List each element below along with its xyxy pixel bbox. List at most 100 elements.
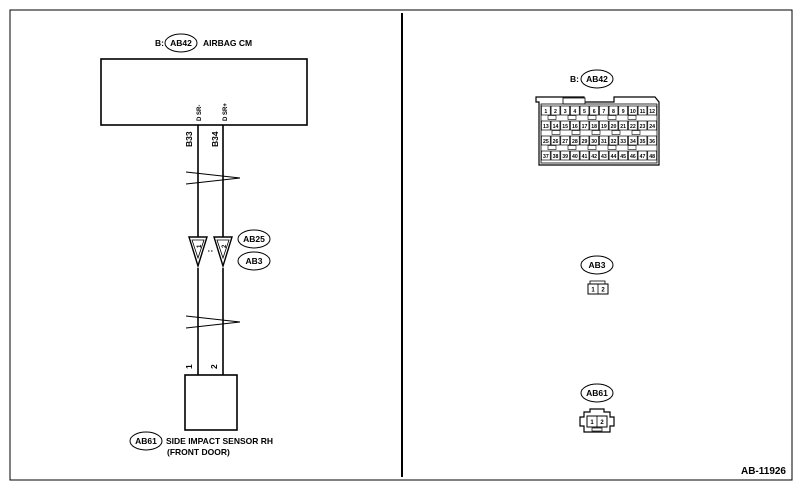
ab42-pin-number: 21	[620, 124, 626, 130]
sensor-pin-2: 2	[209, 364, 219, 369]
ab42-pin-cell	[589, 105, 599, 116]
ab61-pin-1: 1	[590, 420, 594, 426]
ab42-pin-cell	[541, 135, 551, 146]
pin-b34: B34	[210, 131, 220, 147]
ab42-pin-number: 47	[640, 154, 646, 160]
terminal-dsr-minus: D SR-	[197, 105, 203, 121]
ab42-pin-cell	[637, 105, 648, 116]
ab42-pin-cell	[599, 120, 609, 131]
ab42-pin-number: 32	[611, 139, 617, 145]
ab42-pin-cell	[570, 105, 580, 116]
ab42-pin-cell	[550, 150, 561, 161]
ab42-pin-cell	[550, 105, 561, 116]
ab42-pin-cell	[589, 120, 599, 131]
side-impact-sensor-box	[184, 374, 238, 431]
ab42-pin-number: 6	[593, 109, 596, 115]
ab42-pin-cell	[647, 105, 657, 116]
ab42-pin-cell	[628, 135, 638, 146]
airbag-cm-label: B: AB42 AIRBAG CM	[155, 33, 252, 53]
ab42-pin-number: 46	[630, 154, 636, 160]
ab42-latch-tab	[547, 145, 557, 150]
ab42-latch-tab	[571, 130, 581, 135]
ab42-pin-cell	[608, 120, 619, 131]
ab42-pin-number: 7	[602, 109, 605, 115]
ab42-pin-cell	[541, 150, 551, 161]
ab61-pin-2: 2	[600, 420, 604, 426]
ab3-name: AB3	[588, 260, 605, 270]
ab61-label: AB61	[580, 383, 614, 403]
ab61-name: AB61	[586, 388, 608, 398]
sensor-connector: AB61	[135, 436, 157, 446]
ab42-pin-number: 39	[562, 154, 568, 160]
ab42-pin-cell	[647, 135, 657, 146]
ab42-pin-cell	[560, 150, 570, 161]
inline-connector: 1 2	[188, 236, 233, 269]
ab42-pin-number: 42	[591, 154, 597, 160]
ab42-pin-number: 20	[611, 124, 617, 130]
ab42-pin-number: 15	[562, 124, 568, 130]
ab42-pin-cell	[599, 150, 609, 161]
airbag-cm-connector: AB42	[170, 38, 192, 48]
ab42-pin-cell	[608, 135, 619, 146]
ab42-pin-cell	[647, 120, 657, 131]
ab42-pin-number: 19	[601, 124, 607, 130]
ab42-latch-tab	[547, 115, 557, 120]
ab42-pin-cell	[628, 150, 638, 161]
ab42-pin-cell	[637, 135, 648, 146]
figure-id: AB-11926	[741, 466, 786, 477]
ab42-pin-cell	[599, 105, 609, 116]
ab42-pin-cell	[579, 135, 590, 146]
ab42-latch-tab	[627, 145, 637, 150]
ab42-pin-number: 34	[630, 139, 636, 145]
ab42-pin-cell	[579, 120, 590, 131]
ab3-connector-face: 1 2	[587, 280, 609, 295]
ab42-pin-cell	[570, 150, 580, 161]
ab42-pin-number: 8	[612, 109, 615, 115]
connector-ab25: AB25	[243, 234, 265, 244]
pin-b33: B33	[184, 131, 194, 147]
ab42-pin-cell	[608, 150, 619, 161]
ab42-pin-cell	[647, 150, 657, 161]
diagram-frame	[9, 9, 793, 481]
ab42-pin-cell	[637, 120, 648, 131]
ab42-pin-number: 29	[582, 139, 588, 145]
ab42-prefix: B:	[570, 74, 579, 84]
ab42-pin-cell	[541, 105, 551, 116]
ab42-pin-number: 11	[640, 109, 646, 115]
ab42-pin-number: 28	[572, 139, 578, 145]
ab42-pin-cell	[628, 120, 638, 131]
ab42-latch-tab	[567, 145, 577, 150]
ab42-pin-number: 41	[582, 154, 588, 160]
ab42-pin-number: 23	[640, 124, 646, 130]
ab42-pin-cell	[560, 105, 570, 116]
ab42-pin-number: 44	[611, 154, 617, 160]
ab42-latch-tab	[591, 130, 601, 135]
ab42-pin-number: 37	[543, 154, 549, 160]
airbag-cm-prefix: B:	[155, 38, 164, 48]
ab42-latch-tab	[587, 145, 597, 150]
connector-ab3: AB3	[245, 256, 262, 266]
ab3-pin-1: 1	[591, 288, 595, 294]
ab42-pin-cell	[579, 105, 590, 116]
ab42-pin-cell	[618, 105, 628, 116]
ab3-label: AB3	[580, 255, 614, 275]
ab42-pin-number: 38	[553, 154, 559, 160]
ab42-pin-number: 25	[543, 139, 549, 145]
ab42-pin-number: 3	[564, 109, 567, 115]
inline-pin-2: 2	[222, 244, 228, 248]
ab42-pin-number: 10	[630, 109, 636, 115]
ab42-pin-cell	[550, 120, 561, 131]
ab42-pin-cell	[541, 120, 551, 131]
ab42-pin-cell	[579, 150, 590, 161]
ab42-pin-number: 24	[649, 124, 655, 130]
ab42-pin-cell	[550, 135, 561, 146]
ab42-pin-cell	[560, 120, 570, 131]
ab42-pin-cell	[560, 135, 570, 146]
ab42-pin-number: 45	[620, 154, 626, 160]
sensor-location: (FRONT DOOR)	[167, 447, 230, 457]
ab42-pin-cell	[637, 150, 648, 161]
twisted-pair-symbol-upper	[185, 171, 241, 185]
ab42-pin-cell	[618, 120, 628, 131]
